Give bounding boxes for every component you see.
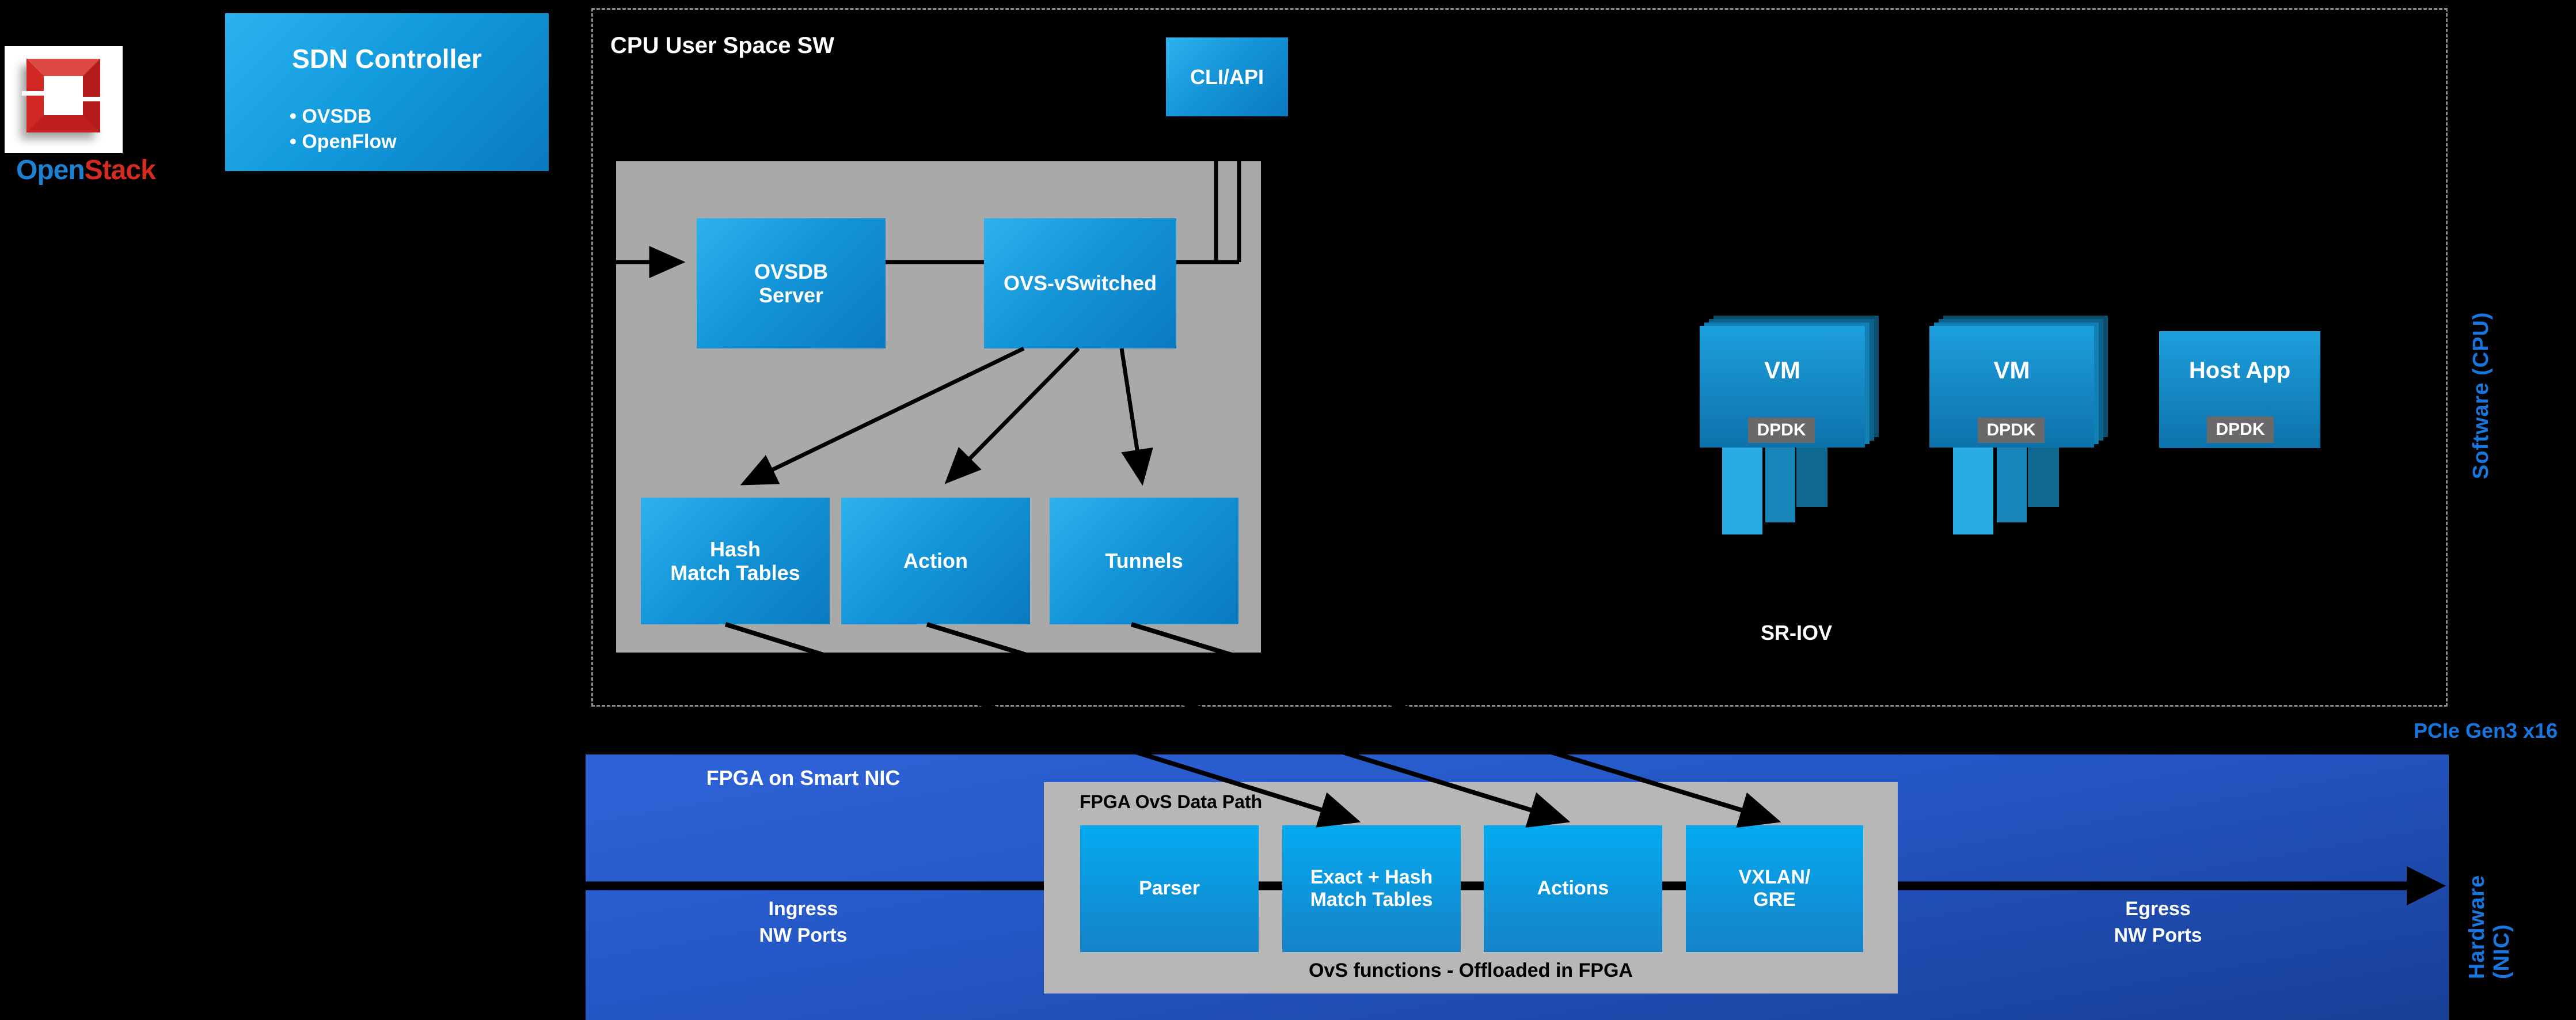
actions-box: Actions xyxy=(1484,825,1662,952)
tunnels-label: Tunnels xyxy=(1105,549,1183,573)
openstack-logo xyxy=(5,46,123,153)
arrow-vswitched-action xyxy=(944,347,1080,484)
ovsdb-server-line1: OVSDB xyxy=(754,259,829,283)
cpu-region-title: CPU User Space SW xyxy=(610,33,835,58)
actions-label: Actions xyxy=(1537,877,1609,900)
vm-vf-leg xyxy=(1953,448,1993,534)
hash-match-line1: Hash xyxy=(709,537,761,561)
egress-ports-label: Egress NW Ports xyxy=(2063,896,2253,949)
ovsdb-server-line2: Server xyxy=(758,283,824,307)
action-label: Action xyxy=(903,549,968,573)
exact-hash-line2: Match Tables xyxy=(1310,889,1433,911)
fpga-datapath-footer: OvS functions - Offloaded in FPGA xyxy=(1309,960,1633,981)
arrow-vswitched-hashmatch xyxy=(740,346,1025,486)
dpdk-label: DPDK xyxy=(1986,420,2036,439)
parser-label: Parser xyxy=(1139,877,1200,900)
vm-vf-leg xyxy=(1765,448,1795,522)
sdn-bullet-ovsdb: • OVSDB xyxy=(290,105,372,127)
ingress-line1: Ingress xyxy=(768,898,838,920)
ingress-line2: NW Ports xyxy=(759,924,848,946)
sdn-controller-box: SDN Controller • OVSDB • OpenFlow xyxy=(225,13,549,171)
vxlan-line2: GRE xyxy=(1753,889,1796,911)
arrow-vswitched-tunnels xyxy=(1119,348,1153,486)
hash-match-line2: Match Tables xyxy=(670,561,800,585)
vm-box-2: VM xyxy=(1929,326,2094,448)
dpdk-label: DPDK xyxy=(1757,420,1806,439)
pcie-label: PCIe Gen3 x16 xyxy=(2414,719,2558,742)
wordmark-open: Open xyxy=(16,155,85,185)
arrow-hashmatch-to-exacthash xyxy=(724,622,1361,828)
openstack-wordmark: OpenStack xyxy=(16,154,156,186)
cli-api-label: CLI/API xyxy=(1190,65,1264,89)
parser-box: Parser xyxy=(1080,825,1259,952)
arrow-tunnels-to-vxlan xyxy=(1130,622,1781,828)
vm-vf-leg xyxy=(1796,448,1827,507)
vm-label: VM xyxy=(1993,357,2030,384)
vxlan-gre-box: VXLAN/GRE xyxy=(1686,825,1863,952)
arrow-action-to-actions xyxy=(926,622,1571,828)
vm-label: VM xyxy=(1764,357,1800,384)
vxlan-line1: VXLAN/ xyxy=(1738,866,1811,888)
vm-vf-leg xyxy=(1722,448,1762,534)
ovs-vswitched-box: OVS-vSwitched xyxy=(984,218,1176,348)
fpga-datapath-title: FPGA OvS Data Path xyxy=(1080,791,1263,812)
sdn-bullet-openflow: • OpenFlow xyxy=(290,131,397,153)
ingress-ports-label: Ingress NW Ports xyxy=(708,896,898,949)
nic-datapath-arrowhead xyxy=(2407,866,2446,905)
fpga-smartnic-title: FPGA on Smart NIC xyxy=(706,766,901,790)
sdn-controller-title: SDN Controller xyxy=(292,44,482,74)
egress-line1: Egress xyxy=(2125,898,2191,920)
cli-api-box: CLI/API xyxy=(1166,37,1288,116)
host-app-label: Host App xyxy=(2189,357,2291,383)
dpdk-badge: DPDK xyxy=(2207,416,2274,443)
logo-slit xyxy=(22,91,45,96)
cpu-user-space-region: CPU User Space SW xyxy=(591,8,2448,707)
exact-hash-line1: Exact + Hash xyxy=(1310,866,1433,888)
vm-vf-leg xyxy=(2028,448,2059,507)
tunnels-box: Tunnels xyxy=(1050,498,1238,624)
openstack-cube-icon xyxy=(26,59,100,132)
logo-slit xyxy=(83,97,106,101)
action-box: Action xyxy=(841,498,1030,624)
dpdk-badge: DPDK xyxy=(1978,418,2045,443)
dpdk-label: DPDK xyxy=(2216,420,2265,439)
egress-line2: NW Ports xyxy=(2114,924,2202,946)
vm-vf-leg xyxy=(1997,448,2027,522)
ovs-vswitched-label: OVS-vSwitched xyxy=(1003,271,1157,295)
wordmark-stack: Stack xyxy=(84,155,156,185)
sriov-label: SR-IOV xyxy=(1760,621,1832,644)
dpdk-badge: DPDK xyxy=(1748,418,1815,443)
link-vswitched-cliapi xyxy=(1176,116,1241,264)
